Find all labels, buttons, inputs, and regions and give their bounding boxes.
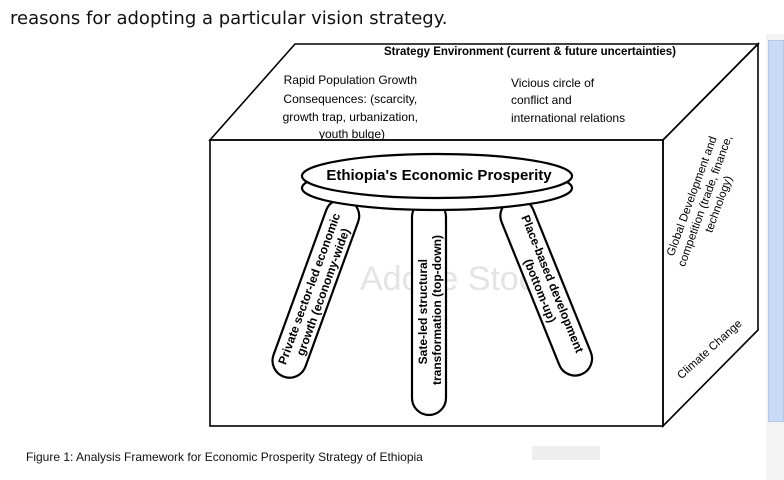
top-right-text: Vicious circle of conflict and internati…: [511, 76, 625, 125]
top-left-line-1: Rapid Population Growth: [284, 73, 417, 87]
top-right-line-2: conflict and: [511, 93, 572, 107]
figure-caption: Figure 1: Analysis Framework for Economi…: [26, 450, 423, 464]
box-front-face: [209, 139, 664, 427]
stool-leg-left: Private sector-led economic growth (econ…: [271, 197, 361, 379]
stool-seat: Ethiopia's Economic Prosperity: [300, 152, 574, 212]
side-upper-text: Global Development and competition (trad…: [663, 126, 749, 273]
top-left-text: Rapid Population Growth Consequences: (s…: [283, 73, 422, 141]
top-right-line-3: international relations: [511, 111, 625, 125]
box-top-label: Strategy Environment (current & future u…: [384, 46, 676, 58]
seat-label: Ethiopia's Economic Prosperity: [326, 167, 552, 184]
intro-text: reasons for adopting a particular vision…: [10, 8, 448, 29]
gray-bar: [532, 446, 600, 460]
top-left-line-2: Consequences: (scarcity,: [283, 92, 417, 106]
top-left-line-4: youth bulge): [319, 127, 385, 141]
scrollbar-thumb[interactable]: [768, 40, 784, 422]
leg-left-text: Private sector-led economic growth (econ…: [275, 208, 357, 371]
top-right-line-1: Vicious circle of: [511, 76, 595, 90]
leg-middle-line-2: transformation (top-down): [430, 235, 444, 385]
leg-middle-text: Sate-led structural transformation (top-…: [416, 235, 444, 385]
top-left-line-3: growth trap, urbanization,: [283, 110, 418, 124]
stool-leg-middle: Sate-led structural transformation (top-…: [410, 198, 448, 417]
strategy-environment-box: [208, 42, 760, 428]
side-lower-text: Climate Change: [675, 318, 744, 382]
leg-middle-line-1: Sate-led structural: [416, 259, 430, 364]
